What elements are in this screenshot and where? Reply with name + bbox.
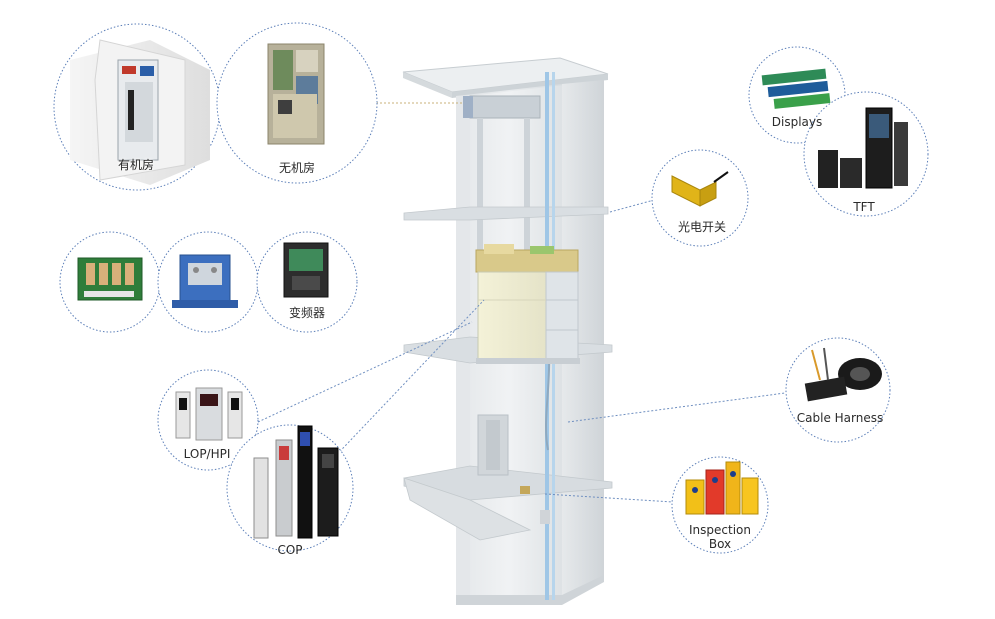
photoelectric-switch-circle bbox=[651, 149, 749, 247]
photoelectric-switch-label: 光电开关 bbox=[677, 220, 727, 234]
leader-lines bbox=[257, 102, 786, 503]
machine-roomless-label: 无机房 bbox=[278, 161, 316, 175]
lop-hpi-circle bbox=[157, 369, 259, 471]
tft-circle bbox=[803, 91, 929, 217]
machine-room-label: 有机房 bbox=[117, 158, 155, 172]
cable-harness-circle bbox=[785, 337, 891, 443]
pit-equipment bbox=[477, 414, 550, 524]
contactor-circle bbox=[157, 231, 259, 333]
tft-label: TFT bbox=[853, 200, 875, 214]
machine-room-circle bbox=[53, 23, 221, 191]
inverter-label: 变频器 bbox=[288, 306, 326, 320]
inspection-box-circle bbox=[671, 456, 769, 554]
cop-label: COP bbox=[277, 543, 303, 557]
elevator-car bbox=[475, 244, 580, 364]
traction-machine bbox=[463, 95, 541, 258]
lop-hpi-label: LOP/HPI bbox=[183, 447, 231, 461]
cop-circle bbox=[226, 424, 354, 552]
inspection-box-label-line2: Box bbox=[708, 537, 732, 551]
machine-roomless-circle bbox=[216, 22, 378, 184]
terminal-board-circle bbox=[59, 231, 161, 333]
inverter-circle bbox=[256, 231, 358, 333]
displays-label: Displays bbox=[771, 115, 823, 129]
cable-harness-label: Cable Harness bbox=[796, 411, 884, 425]
inspection-box-label-line1: Inspection bbox=[689, 523, 751, 537]
